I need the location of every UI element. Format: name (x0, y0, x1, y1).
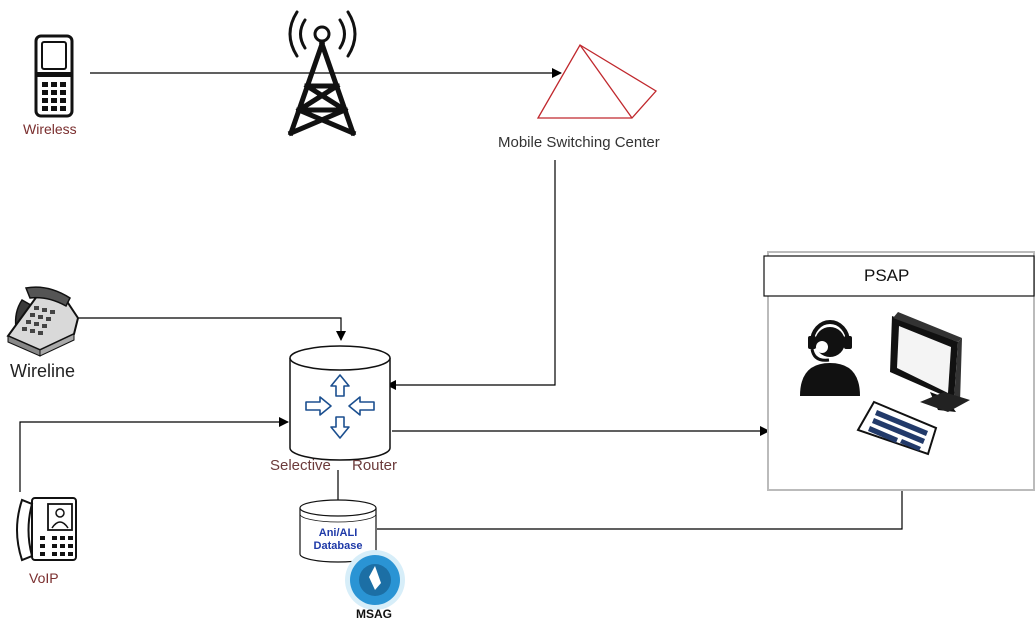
wireless-label: Wireless (23, 121, 77, 137)
msag-label: MSAG (356, 607, 392, 621)
database-label: Ani/ALI Database (300, 527, 376, 553)
database-to-psap-connector (377, 491, 903, 530)
cell-tower-icon (287, 10, 357, 137)
psap-title: PSAP (864, 266, 910, 285)
database-label-line1: Ani/ALI (318, 527, 358, 539)
desk-phone-icon (6, 286, 80, 357)
database-icon (299, 499, 377, 563)
msc-label: Mobile Switching Center (498, 134, 660, 151)
msc-to-router-connector (386, 160, 556, 390)
selective-label: Selective (270, 457, 331, 474)
keyboard-icon (856, 400, 938, 456)
compass-icon (345, 550, 405, 610)
voip-label: VoIP (29, 570, 59, 586)
pyramid-icon (536, 44, 658, 119)
wireline-label: Wireline (10, 361, 76, 381)
monitor-icon (890, 312, 970, 412)
router-icon (289, 345, 391, 461)
headset-operator-icon (800, 320, 860, 396)
database-label-line2: Database (313, 540, 363, 552)
connectors (19, 68, 903, 530)
wireline-to-router-connector (78, 317, 346, 341)
flip-phone-icon (34, 34, 74, 118)
voip-to-router-connector (19, 417, 289, 492)
router-label: Router (352, 457, 398, 474)
voip-phone-icon (16, 497, 77, 562)
